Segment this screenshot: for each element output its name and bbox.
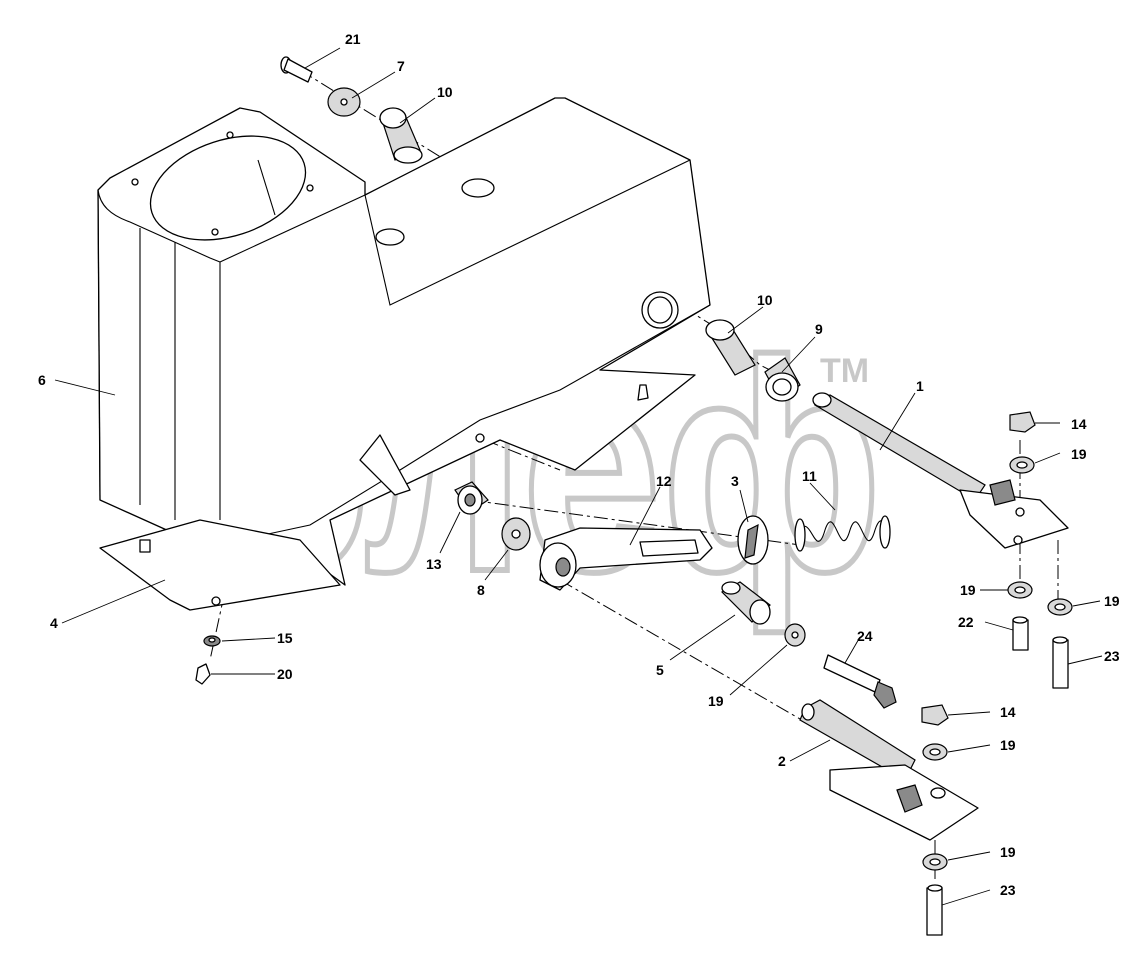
screw-part-23-lower [926,884,943,936]
callout-19-mid: 19 [708,693,724,709]
callout-19-lower-b: 19 [1000,844,1016,860]
callout-19-lower-a: 19 [1000,737,1016,753]
bushing-part-10-top [379,107,423,164]
bolt-part-24 [823,654,897,709]
callout-8: 8 [477,582,485,598]
bushing-part-9 [764,357,801,402]
callout-3: 3 [731,473,739,489]
screw-part-22 [1012,616,1029,651]
nut-part-13 [454,481,489,515]
watermark-trademark: TM [820,352,869,390]
washer-part-15 [203,635,221,647]
key-part-3 [737,515,769,565]
callout-13: 13 [426,556,442,572]
screw-part-20 [195,663,211,685]
callout-10-top: 10 [437,84,453,100]
callout-7: 7 [397,58,405,74]
washer-part-19-upper [1009,456,1035,474]
callout-15: 15 [277,630,293,646]
lever-part-12 [539,527,713,591]
washer-part-19-right-b [1047,598,1073,616]
spring-part-11 [794,515,891,552]
callout-23-upper: 23 [1104,648,1120,664]
callout-12: 12 [656,473,672,489]
callout-22: 22 [958,614,974,630]
washer-part-19-mid [784,623,806,647]
callout-1: 1 [916,378,924,394]
callout-23-lower: 23 [1000,882,1016,898]
callout-4: 4 [50,615,58,631]
washer-part-8 [501,517,531,551]
washer-part-7 [327,87,361,117]
callout-24: 24 [857,628,873,644]
spacer-part-5 [721,581,771,625]
callout-6: 6 [38,372,46,388]
shaft-part-1 [812,392,1069,549]
callout-19-upper: 19 [1071,446,1087,462]
callout-21: 21 [345,31,361,47]
washer-part-19-right-a [1007,581,1033,599]
screw-part-23-upper [1052,636,1069,689]
nut-part-14-lower [921,704,949,726]
bushing-part-10-right [705,319,756,376]
callout-labels: 21 7 10 6 10 9 1 14 19 12 3 11 13 8 19 1… [38,31,1120,898]
base-plate-part-4 [99,519,341,611]
callout-19-right-a: 19 [960,582,976,598]
callout-20: 20 [277,666,293,682]
leader-lines [54,47,1103,906]
shaft-part-2 [799,699,979,841]
washer-part-19-lower-a [922,743,948,761]
callout-5: 5 [656,662,664,678]
pin-part-21 [280,56,313,83]
callout-11: 11 [802,468,817,484]
callout-10-right: 10 [757,292,773,308]
callout-9: 9 [815,321,823,337]
washer-part-19-lower-b [922,853,948,871]
callout-2: 2 [778,753,786,769]
nut-part-14-upper [1009,411,1036,433]
callout-14-upper: 14 [1071,416,1087,432]
callout-19-right-b: 19 [1104,593,1120,609]
callout-14-lower: 14 [1000,704,1016,720]
